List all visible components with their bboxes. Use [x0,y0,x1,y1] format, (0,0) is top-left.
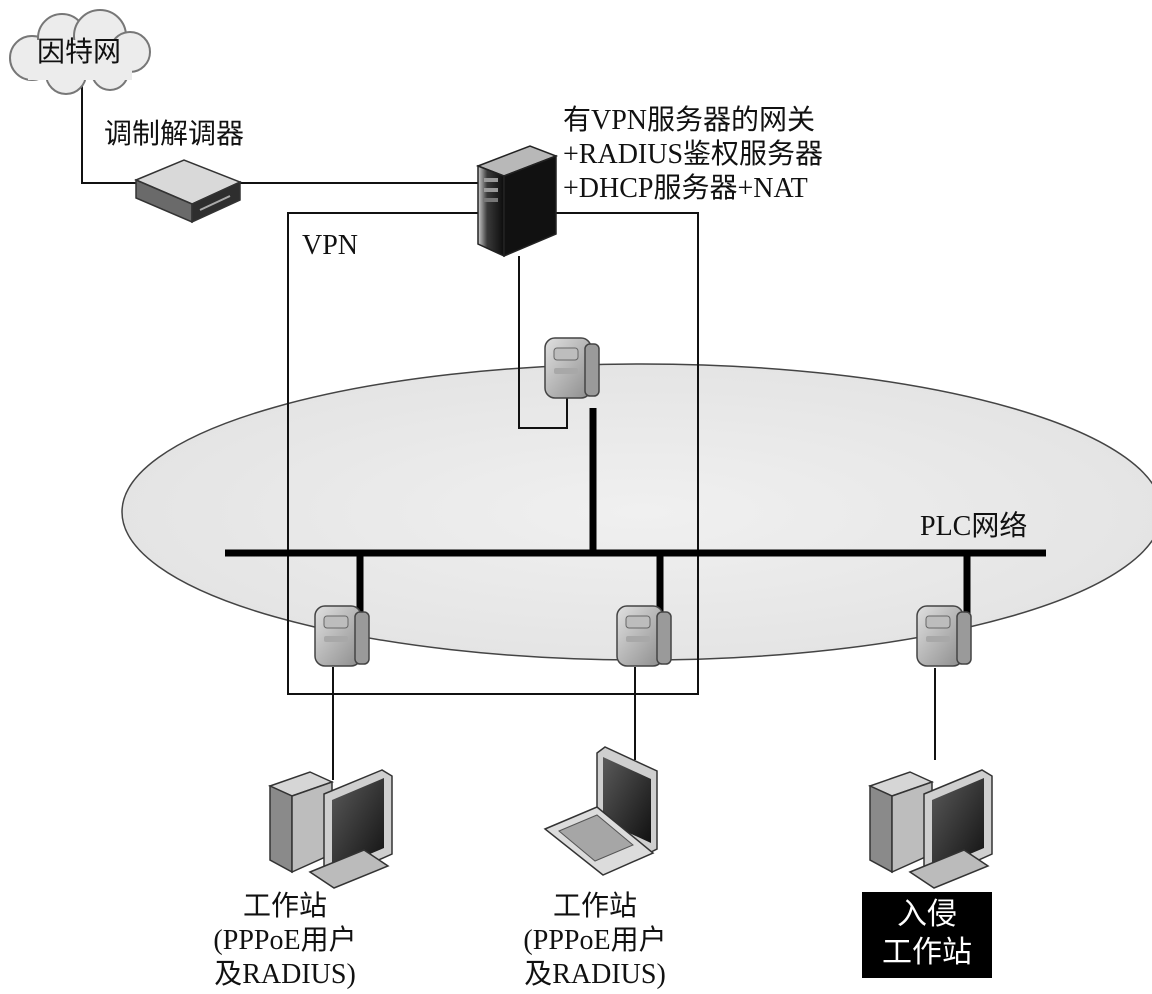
intruder-label-line: 入侵 [897,898,957,931]
intruder-label-line: 工作站 [882,936,972,969]
workstation-role: (PPPoE用户 [213,925,357,956]
workstation-auth: 及RADIUS) [524,959,666,990]
plc-adapter-icon [314,605,370,667]
modem-label: 调制解调器 [104,119,245,150]
intruder-label: 入侵 工作站 [862,892,992,978]
workstation-label: 工作站 (PPPoE用户 及RADIUS) [195,890,375,992]
gateway-label: 有VPN服务器的网关 +RADIUS鉴权服务器 +DHCP服务器+NAT [563,104,823,206]
plc-network-label: PLC网络 [920,511,1028,542]
plc-bus [225,408,1046,615]
gateway-label-line: 有VPN服务器的网关 [563,105,816,136]
plc-adapter-icon [916,605,972,667]
vpn-label: VPN [302,230,359,261]
gateway-label-line: +DHCP服务器+NAT [563,173,808,204]
modem-icon [134,159,242,224]
laptop-icon [543,746,658,876]
cloud-icon [9,9,151,95]
workstation-label: 工作站 (PPPoE用户 及RADIUS) [505,890,685,992]
desktop-computer-icon [867,769,993,889]
workstation-auth: 及RADIUS) [214,959,356,990]
workstation-title: 工作站 [242,891,327,922]
desktop-computer-icon [267,769,393,889]
internet-label: 因特网 [37,37,122,68]
connection-lines [81,70,936,780]
plc-adapter-icon [544,337,600,399]
workstation-title: 工作站 [552,891,637,922]
gateway-label-line: +RADIUS鉴权服务器 [563,139,824,170]
server-icon [475,145,559,258]
plc-adapter-icon [616,605,672,667]
workstation-role: (PPPoE用户 [523,925,667,956]
